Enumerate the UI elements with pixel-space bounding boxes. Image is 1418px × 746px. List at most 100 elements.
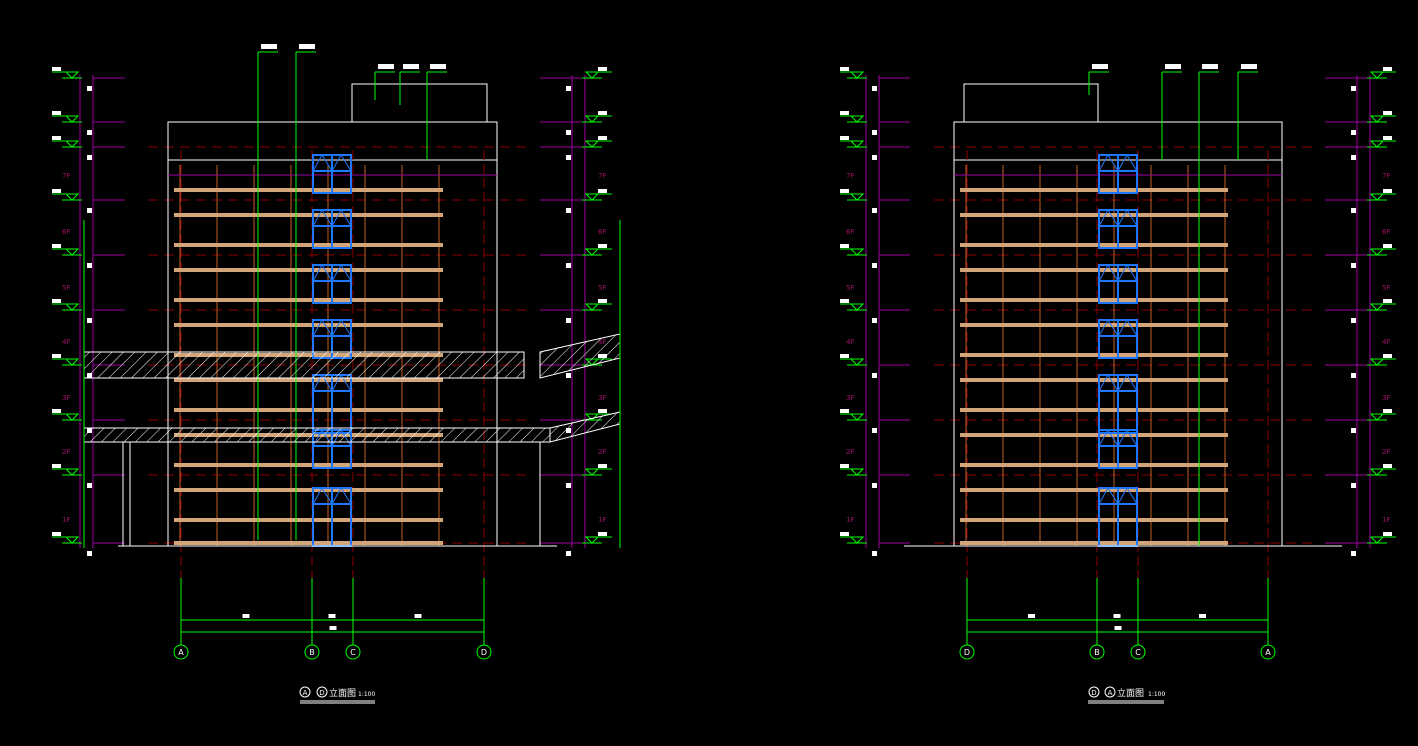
floor-slab: [174, 463, 443, 467]
annotation-text: [261, 44, 277, 49]
left-dim-value: [87, 263, 92, 268]
floor-slab: [174, 518, 443, 522]
right-elevation-value: [598, 111, 607, 115]
right-floor-label: 5F: [1382, 284, 1390, 292]
floor-slab: [960, 268, 1228, 272]
elevation-left: 1F2F3F4F5F6F7F1F2F3F4F5F6F7FABCD: [52, 44, 621, 660]
left-elevation-value: [52, 67, 61, 71]
left-dim-value: [872, 373, 877, 378]
right-level-triangle: [584, 248, 600, 256]
left-elevation-value: [52, 354, 61, 358]
left-level-triangle: [849, 468, 865, 476]
window-opening-mark: [312, 319, 352, 337]
grid-bubble: [1260, 644, 1276, 660]
right-floor-label: 1F: [598, 516, 606, 524]
right-floor-label: 4F: [1382, 338, 1390, 346]
left-level-triangle: [849, 140, 865, 148]
floor-slab: [174, 323, 443, 327]
left-level-triangle: [64, 71, 80, 79]
right-floor-label: 6F: [1382, 228, 1390, 236]
right-dim-value: [1351, 263, 1356, 268]
right-elevation-value: [1383, 354, 1392, 358]
left-elevation-value: [840, 354, 849, 358]
right-dim-value: [566, 318, 571, 323]
floor-slab: [174, 298, 443, 302]
right-level-triangle: [1369, 358, 1385, 366]
floor-slab: [960, 378, 1228, 382]
right-dim-value: [566, 208, 571, 213]
left-elevation-value: [840, 532, 849, 536]
right-elevation-value: [598, 464, 607, 468]
right-dim-value: [1351, 86, 1356, 91]
left-elevation-value: [52, 299, 61, 303]
left-dim-value: [872, 551, 877, 556]
left-level-triangle: [64, 358, 80, 366]
right-elevation-value: [1383, 244, 1392, 248]
grid-axis-label: A: [178, 648, 184, 657]
left-dim-value: [87, 208, 92, 213]
grid-bubble: [1130, 644, 1146, 660]
floor-slab: [174, 213, 443, 217]
right-floor-label: 1F: [1382, 516, 1390, 524]
left-level-triangle: [849, 71, 865, 79]
floor-slab: [960, 353, 1228, 357]
right-elevation-value: [1383, 532, 1392, 536]
roof-penthouse: [351, 83, 488, 123]
left-dim-value: [872, 130, 877, 135]
right-level-triangle: [1369, 193, 1385, 201]
left-floor-label: 3F: [62, 394, 70, 402]
dimension-value: [1199, 614, 1206, 618]
left-elevation-value: [52, 244, 61, 248]
right-dim-value: [1351, 208, 1356, 213]
right-elevation-value: [1383, 189, 1392, 193]
right-level-triangle: [1369, 468, 1385, 476]
left-floor-label: 2F: [846, 448, 854, 456]
dimension-value: [242, 614, 250, 618]
grid-axis-label: B: [1094, 648, 1100, 657]
window-opening-mark: [312, 209, 352, 227]
left-dim-value: [872, 86, 877, 91]
floor-slab: [960, 188, 1228, 192]
left-dim-value: [872, 208, 877, 213]
grid-bubble: [1089, 644, 1105, 660]
window-opening-mark: [1098, 319, 1138, 337]
right-dim-value: [566, 373, 571, 378]
left-floor-label: 5F: [62, 284, 70, 292]
left-elevation-value: [840, 111, 849, 115]
window-opening-mark: [312, 154, 352, 172]
right-elevation-value: [598, 136, 607, 140]
left-level-triangle: [849, 248, 865, 256]
right-level-triangle: [584, 140, 600, 148]
right-level-triangle: [1369, 248, 1385, 256]
floor-slab: [960, 243, 1228, 247]
grid-axis-label: C: [1135, 648, 1141, 657]
grid-axis-label: C: [350, 648, 356, 657]
right-elevation-value: [598, 67, 607, 71]
right-level-triangle: [584, 536, 600, 544]
right-dim-value: [1351, 318, 1356, 323]
left-elevation-value: [840, 464, 849, 468]
hatched-canopy: [83, 351, 525, 379]
window-opening-mark: [312, 487, 352, 505]
left-dim-value: [87, 551, 92, 556]
window-opening-mark: [1098, 374, 1138, 392]
left-level-triangle: [849, 413, 865, 421]
annotation-text: [378, 64, 394, 69]
left-elevation-value: [52, 464, 61, 468]
hatched-canopy-slope: [539, 333, 621, 379]
floor-slab: [960, 541, 1228, 545]
window-opening-mark: [1098, 209, 1138, 227]
left-level-triangle: [64, 140, 80, 148]
window-opening-mark: [1098, 264, 1138, 282]
right-elevation-value: [598, 189, 607, 193]
left-level-triangle: [849, 303, 865, 311]
right-level-triangle: [584, 413, 600, 421]
left-floor-label: 4F: [846, 338, 854, 346]
right-level-triangle: [1369, 115, 1385, 123]
left-level-triangle: [849, 193, 865, 201]
annotation-text: [430, 64, 446, 69]
right-elevation-value: [598, 299, 607, 303]
right-elevation-value: [598, 532, 607, 536]
left-level-triangle: [849, 536, 865, 544]
